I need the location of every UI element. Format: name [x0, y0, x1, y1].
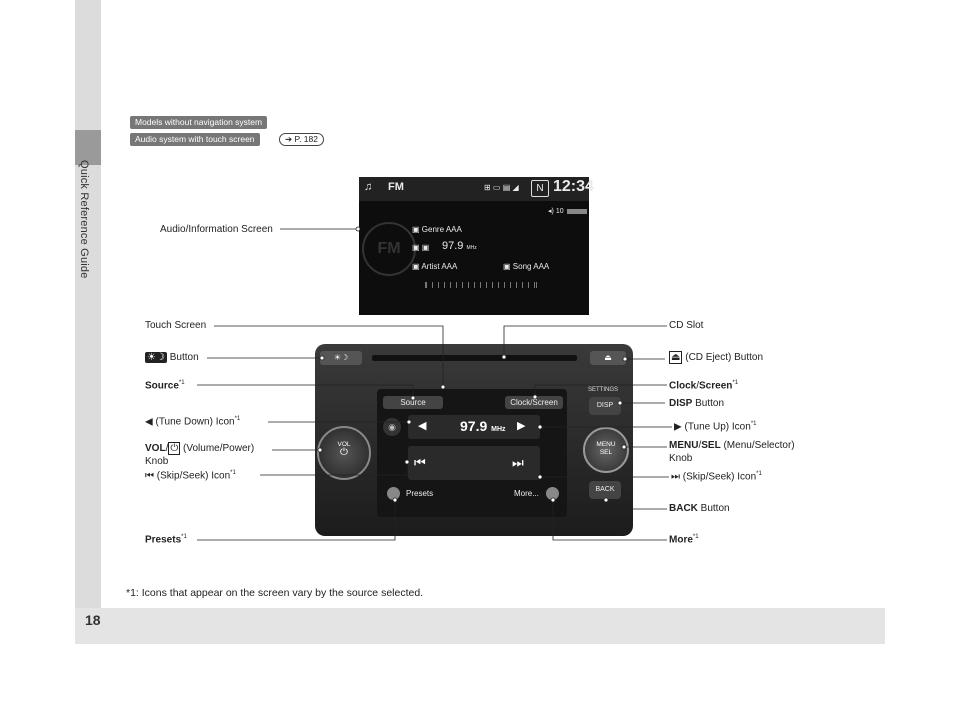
- page-reference-text: P. 182: [294, 134, 318, 144]
- cd-eject-button[interactable]: ⏏: [590, 351, 626, 365]
- screen-time: 12:34: [553, 178, 594, 195]
- song-row: ▣ Song AAA: [503, 262, 550, 271]
- navigation-n-icon: N: [531, 180, 549, 197]
- label-menu-knob: Knob: [669, 453, 693, 464]
- label-clock-screen: Clock/Screen*1: [669, 380, 739, 392]
- tuning-scale: [425, 282, 537, 288]
- source-button[interactable]: Source: [383, 396, 443, 409]
- page-number: 18: [85, 612, 101, 628]
- audio-system-tag: Audio system with touch screen: [130, 133, 260, 146]
- sun-moon-icon: ☀☽: [333, 353, 349, 362]
- artist-row: ▣ Artist AAA: [412, 262, 458, 271]
- genre-row: ▣ Genre AAA: [412, 225, 462, 234]
- screen-source: FM: [388, 181, 404, 193]
- eject-icon: ⏏: [669, 351, 683, 364]
- skip-back-icon[interactable]: ⏮: [414, 455, 426, 470]
- section-title: Quick Reference Guide: [78, 160, 90, 279]
- label-disp: DISP Button: [669, 398, 725, 409]
- screen-volume: ◂) 10: [548, 208, 564, 215]
- music-note-icon: ♫: [364, 181, 373, 193]
- label-tune-up: ▶ (Tune Up) Icon*1: [674, 421, 757, 433]
- cd-slot[interactable]: [372, 355, 577, 361]
- fm-logo: FM: [362, 222, 416, 276]
- volume-power-knob[interactable]: VOL ⏻: [317, 426, 371, 480]
- tune-up-icon[interactable]: ▶: [517, 420, 526, 432]
- genre-icon: ▣: [412, 225, 420, 234]
- menu-knob-label: MENU: [596, 441, 616, 448]
- presets-button[interactable]: Presets: [406, 489, 434, 498]
- arrow-right-icon: ➔: [285, 134, 293, 144]
- footer-band: [75, 608, 885, 644]
- label-vol: VOL/⏻ (Volume/Power): [145, 442, 255, 455]
- screen-frequency: 97.9 MHz: [442, 240, 477, 252]
- tune-down-icon[interactable]: ◀: [418, 420, 427, 432]
- label-vol-knob: Knob: [145, 456, 169, 467]
- menu-selector-knob[interactable]: MENU SEL: [583, 427, 629, 473]
- back-button[interactable]: BACK: [589, 481, 621, 499]
- label-presets: Presets*1: [145, 534, 187, 546]
- status-icons: ⊞ ▭ ▤ ◢: [484, 183, 519, 192]
- label-tune-down: ◀ (Tune Down) Icon*1: [145, 416, 241, 428]
- label-more: More*1: [669, 534, 699, 546]
- power-icon: ⏻: [340, 447, 348, 458]
- tuner-panel: [408, 415, 540, 439]
- screen-status-bar: [359, 177, 589, 201]
- skip-forward-icon: ⏭: [671, 471, 680, 483]
- artist-icon: ▣: [412, 262, 420, 271]
- page-reference-link[interactable]: ➔ P. 182: [279, 133, 324, 146]
- speaker-icon: ◂): [548, 208, 554, 215]
- label-day-night-button: ☀☽ Button: [145, 352, 199, 363]
- tuner-frequency: 97.9 MHz: [460, 418, 506, 434]
- more-button[interactable]: More...: [514, 489, 539, 498]
- disp-button[interactable]: DISP: [589, 397, 621, 415]
- label-back: BACK Button: [669, 503, 730, 514]
- label-skip-right: ⏭ (Skip/Seek) Icon*1: [671, 471, 762, 483]
- skip-forward-icon[interactable]: ⏭: [512, 455, 524, 470]
- footnote: *1: Icons that appear on the screen vary…: [126, 587, 424, 599]
- label-menu-sel: MENU/SEL (Menu/Selector): [669, 440, 795, 451]
- clock-screen-button[interactable]: Clock/Screen: [505, 396, 563, 409]
- more-knob-dot: [546, 487, 559, 500]
- sidebar-tab: [75, 130, 101, 165]
- eject-icon: ⏏: [604, 353, 612, 362]
- tune-down-icon: ◀: [145, 416, 153, 428]
- label-audio-screen: Audio/Information Screen: [160, 224, 273, 235]
- radio-icon: ◉: [383, 418, 401, 436]
- label-cd-slot: CD Slot: [669, 320, 704, 331]
- song-icon: ▣: [503, 262, 511, 271]
- settings-label: SETTINGS: [588, 387, 619, 393]
- day-night-button[interactable]: ☀☽: [320, 351, 362, 365]
- label-cd-eject: ⏏ (CD Eject) Button: [669, 351, 764, 364]
- label-skip-left: ⏮ (Skip/Seek) Icon*1: [145, 470, 236, 482]
- sel-knob-label: SEL: [599, 449, 613, 456]
- volume-bar: [567, 209, 587, 214]
- seek-panel: [408, 446, 540, 480]
- skip-back-icon: ⏮: [145, 470, 154, 482]
- label-source: Source*1: [145, 380, 185, 392]
- presets-knob-dot: [387, 487, 400, 500]
- label-touch-screen: Touch Screen: [145, 320, 207, 331]
- preset-icons: ▣ ▣: [412, 243, 430, 252]
- vol-knob-label: VOL: [337, 441, 351, 448]
- tune-up-icon: ▶: [674, 421, 682, 433]
- power-icon: ⏻: [168, 442, 181, 455]
- sun-moon-icon: ☀☽: [145, 352, 167, 363]
- models-tag: Models without navigation system: [130, 116, 268, 129]
- sidebar-bar: [75, 0, 101, 608]
